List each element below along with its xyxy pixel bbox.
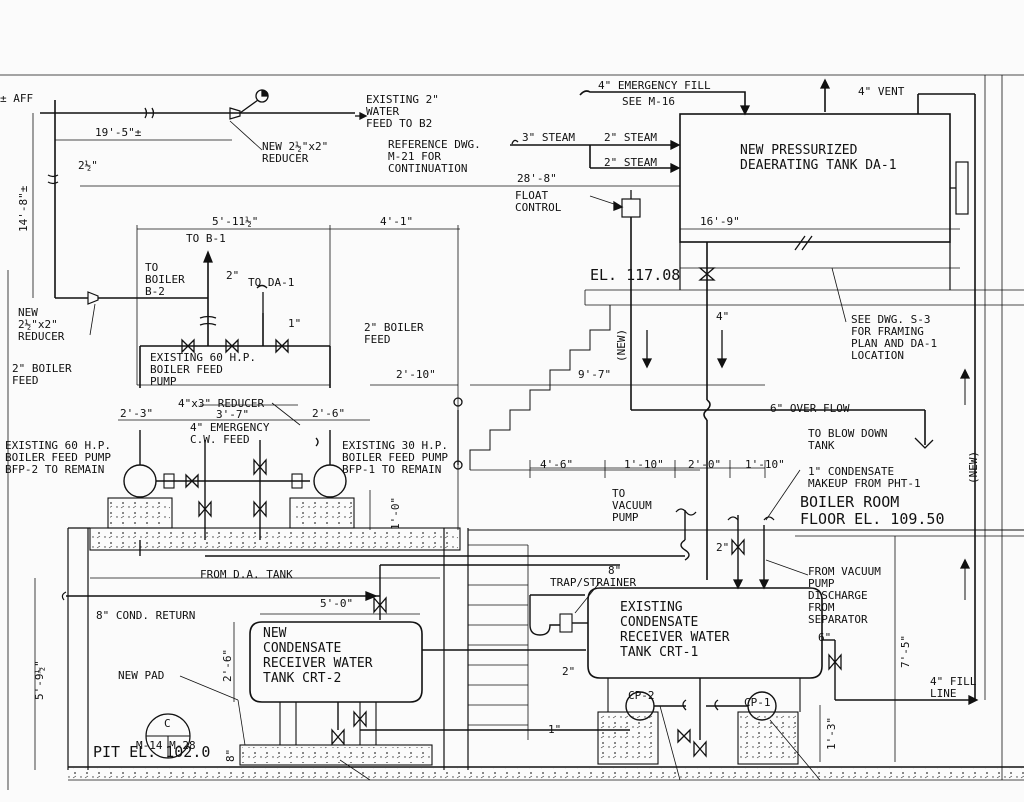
see-dwg-s3-label: SEE DWG. S-3 FOR FRAMING PLAN AND DA-1 L…: [851, 313, 938, 362]
trap-strainer-label: TRAP/STRAINER: [550, 576, 637, 589]
dim-1-10b: 1'-10": [745, 458, 785, 471]
new-pad-label: NEW PAD: [118, 669, 165, 682]
pit-el-label: PIT EL. 102.0: [93, 743, 211, 761]
new-vertical-label: (NEW): [615, 328, 628, 362]
dim-2-6-vertical: 2'-6": [221, 648, 234, 682]
steam-2a-label: 2" STEAM: [604, 131, 657, 144]
new-reducer-top-label: NEW 2½"x2" REDUCER: [262, 140, 329, 165]
emergency-cw-label: 4" EMERGENCY C.W. FEED: [190, 421, 270, 446]
dim-4-6: 4'-6": [540, 458, 574, 471]
to-da1-label: TO DA-1: [248, 276, 295, 289]
boiler-room-label: BOILER ROOM FLOOR EL. 109.50: [800, 493, 945, 528]
reducer-4x3-label: 4"x3" REDUCER: [178, 397, 265, 410]
boiler-feed-2-label: 2" BOILER FEED: [364, 321, 424, 346]
existing-60-pump-label: EXISTING 60 H.P. BOILER FEED PUMP: [150, 351, 256, 388]
dim-7-5: 7'-5": [899, 634, 912, 668]
dim-16-9: 16'-9": [700, 215, 740, 228]
bfp1-label: EXISTING 30 H.P. BOILER FEED PUMP BFP-1 …: [342, 439, 448, 476]
section-letter: C: [164, 717, 171, 730]
bfp2-label: EXISTING 60 H.P. BOILER FEED PUMP BFP-2 …: [5, 439, 111, 476]
reference-dwg-label: REFERENCE DWG. M-21 FOR CONTINUATION: [388, 138, 481, 175]
da-tank-label: NEW PRESSURIZED DEAERATING TANK DA-1: [740, 143, 897, 173]
dim-5-9: 5'-9½": [33, 660, 46, 700]
dim-2-0: 2'-0": [688, 458, 722, 471]
dim-1-3: 1'-3": [825, 716, 838, 750]
overflow-label: 6" OVER FLOW: [770, 402, 850, 415]
from-vacuum-label: FROM VACUUM PUMP DISCHARGE FROM SEPARATO…: [808, 565, 881, 626]
dim-4-1: 4'-1": [380, 215, 414, 228]
two-inch-a-label: 2": [226, 269, 240, 282]
dim-28-8: 28'-8": [517, 172, 557, 185]
new-reducer-left-label: NEW 2½"x2" REDUCER: [18, 306, 65, 343]
boiler-feed-left-label: 2" BOILER FEED: [12, 362, 72, 387]
cp2-label: CP-2: [628, 689, 655, 702]
dim-8: 8": [224, 748, 237, 762]
to-vacuum-label: TO VACUUM PUMP: [612, 487, 652, 524]
six-inch-label: 6": [818, 631, 832, 644]
dim-5-0: 5'-0": [320, 597, 354, 610]
two-inch-b-label: 2": [716, 541, 730, 554]
dim-2-10: 2'-10": [396, 368, 436, 381]
new-vertical-right-label: (NEW): [967, 450, 980, 484]
four-inch-label: 4": [716, 310, 730, 323]
crt2-label: NEW CONDENSATE RECEIVER WATER TANK CRT-2: [263, 626, 373, 686]
el-117-label: EL. 117.08: [590, 266, 681, 284]
steam-3-label: 3" STEAM: [522, 131, 575, 144]
dim-19-5: 19'-5"±: [95, 126, 142, 139]
dim-3-7: 3'-7": [216, 408, 250, 421]
emergency-fill-label: 4" EMERGENCY FILL: [598, 79, 711, 92]
to-b1-label: TO B-1: [186, 232, 226, 245]
dim-2-6: 2'-6": [312, 407, 346, 420]
section-reference: M-14 M-28: [136, 739, 196, 752]
cp1-label: CP-1: [744, 696, 771, 709]
dim-5-11: 5'-11½": [212, 215, 259, 228]
see-m16-label: SEE M-16: [622, 95, 675, 108]
aff-label: ± AFF: [0, 92, 34, 105]
one-inch-b-label: 1": [548, 723, 562, 736]
cond-return-label: 8" COND. RETURN: [96, 609, 196, 622]
eight-inch-label: 8": [608, 564, 622, 577]
float-control-label: FLOAT CONTROL: [515, 189, 562, 214]
condensate-makeup-label: 1" CONDENSATE MAKEUP FROM PHT-1: [808, 465, 921, 490]
fill-line-label: 4" FILL LINE: [930, 675, 977, 700]
vent-label: 4" VENT: [858, 85, 905, 98]
dim-9-7: 9'-7": [578, 368, 612, 381]
dim-2-3: 2'-3": [120, 407, 154, 420]
from-da-tank-label: FROM D.A. TANK: [200, 568, 293, 581]
dim-14-8: 14'-8"±: [17, 185, 30, 232]
one-inch-a-label: 1": [288, 317, 302, 330]
dim-1-0: 1'-0": [389, 496, 402, 530]
to-blowdown-label: TO BLOW DOWN TANK: [808, 427, 888, 452]
existing-water-feed-label: EXISTING 2" WATER FEED TO B2: [366, 93, 439, 130]
to-boiler-b2-label: TO BOILER B-2: [145, 261, 185, 298]
dim-2-5: 2½": [78, 159, 98, 172]
crt1-label: EXISTING CONDENSATE RECEIVER WATER TANK …: [620, 600, 730, 660]
dim-1-10a: 1'-10": [624, 458, 664, 471]
two-inch-c-label: 2": [562, 665, 576, 678]
steam-2b-label: 2" STEAM: [604, 156, 657, 169]
